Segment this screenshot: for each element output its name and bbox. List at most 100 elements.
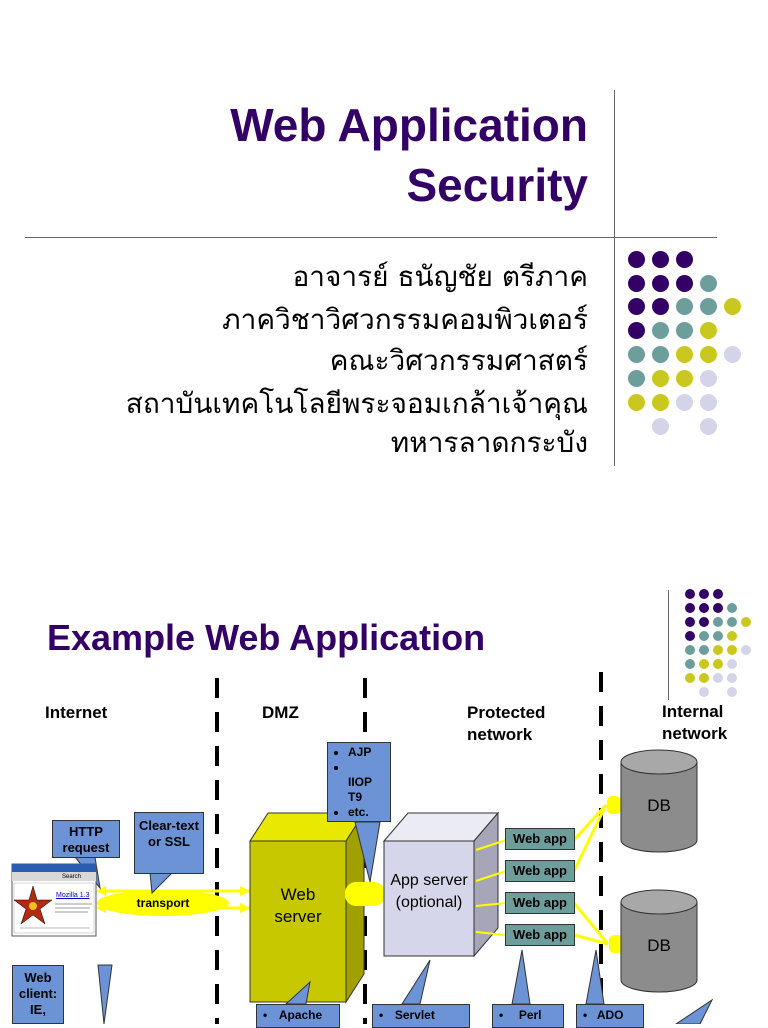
institute-name-line-1: สถาบันเทคโนโลยีพระจอมเกล้าเจ้าคุณ — [125, 387, 588, 420]
callout-servlet: • Servlet — [372, 1004, 470, 1028]
zone-label-internet: Internet — [45, 703, 108, 722]
dot — [713, 659, 723, 669]
callout-protocols: AJP IIOP T9 etc. — [327, 742, 391, 822]
db-connector — [572, 804, 608, 872]
dot — [628, 370, 645, 387]
dot — [685, 673, 695, 683]
dot — [724, 346, 741, 363]
dot — [685, 631, 695, 641]
zone-label-internal-network: Internal network — [662, 702, 728, 743]
dot — [727, 673, 737, 683]
dot — [699, 603, 709, 613]
web-app-box: Web app — [505, 892, 575, 914]
callout-http-request: HTTP request — [52, 820, 120, 858]
callout-tail — [401, 959, 431, 1005]
dot — [700, 346, 717, 363]
dot — [676, 394, 693, 411]
transport-pill — [97, 890, 229, 916]
dot — [727, 603, 737, 613]
protocol-item: etc. — [348, 805, 386, 820]
connector-arrow — [475, 931, 507, 936]
ado-label: ADO — [596, 1008, 624, 1022]
dot — [713, 673, 723, 683]
browser-link[interactable]: Mozilla 1.3 — [56, 892, 90, 899]
dot — [713, 617, 723, 627]
title-vertical-divider — [614, 90, 615, 466]
db-cylinder-2 — [620, 901, 698, 993]
web-server-label: Web server — [274, 885, 322, 926]
db-label: DB — [647, 936, 671, 955]
dot — [676, 346, 693, 363]
institute-name-line-2: ทหารลาดกระบัง — [390, 426, 588, 459]
dot — [685, 645, 695, 655]
architecture-diagram — [11, 672, 714, 1024]
web-server-front — [249, 840, 347, 1003]
dot — [685, 603, 695, 613]
dot — [652, 418, 669, 435]
db-port — [607, 796, 621, 814]
dot — [685, 617, 695, 627]
zone-label-protected-network: Protected network — [467, 703, 546, 744]
dot — [676, 251, 693, 268]
callout-web-client: Web client: IE, — [12, 965, 64, 1024]
dot — [700, 322, 717, 339]
dot — [700, 394, 717, 411]
connector-arrow — [475, 839, 507, 851]
faculty-name: คณะวิศวกรรมศาสตร์ — [329, 344, 588, 377]
dot — [741, 645, 751, 655]
connector-arrow — [475, 870, 507, 882]
dot — [685, 659, 695, 669]
app-server-front — [383, 840, 475, 957]
dot — [628, 394, 645, 411]
callout-ado: • ADO — [576, 1004, 644, 1028]
dot — [713, 645, 723, 655]
dot — [727, 659, 737, 669]
db-connector — [572, 803, 608, 842]
arrowhead — [240, 886, 250, 896]
web-app-box: Web app — [505, 860, 575, 882]
dot — [713, 603, 723, 613]
apache-label: Apache — [278, 1008, 323, 1022]
title-horizontal-divider — [25, 237, 717, 238]
dot — [652, 251, 669, 268]
protocol-item: IIOP — [348, 775, 373, 789]
dot — [685, 589, 695, 599]
web-app-box: Web app — [505, 828, 575, 850]
callout-apache: • Apache — [256, 1004, 340, 1028]
protocol-item — [348, 760, 386, 775]
dot — [700, 275, 717, 292]
db-cylinder-1-top — [620, 749, 698, 775]
dot — [727, 617, 737, 627]
slide-2-title: Example Web Application — [47, 617, 486, 658]
callout-tail — [354, 821, 381, 883]
dot — [652, 322, 669, 339]
dot — [699, 673, 709, 683]
zone-label-dmz: DMZ — [262, 703, 299, 722]
protocol-item: AJP — [348, 745, 386, 760]
dot — [628, 251, 645, 268]
slide-2-vertical-divider — [668, 590, 669, 700]
dot — [741, 617, 751, 627]
servlet-label: Servlet — [394, 1008, 435, 1022]
dot — [727, 687, 737, 697]
callout-tail — [97, 964, 113, 1024]
dot — [628, 275, 645, 292]
web-app-box: Web app — [505, 924, 575, 946]
author-name: อาจารย์ ธนัญชัย ตรีภาค — [292, 260, 588, 293]
dot — [699, 631, 709, 641]
protocol-list: AJP IIOP T9 etc. — [334, 745, 386, 820]
slide-title-line-1: Web Application — [230, 99, 588, 151]
dot — [628, 346, 645, 363]
dot — [628, 322, 645, 339]
dot — [652, 298, 669, 315]
dot — [713, 631, 723, 641]
db-cylinder-2-top — [620, 889, 698, 915]
callout-tail — [675, 998, 714, 1024]
db-connector — [573, 933, 609, 946]
db-connector — [572, 902, 610, 945]
browser-search-button[interactable]: Search — [62, 874, 82, 880]
decorative-dot-grid — [0, 0, 768, 480]
db-label: DB — [647, 796, 671, 815]
db-cylinder-1 — [620, 761, 698, 853]
callout-tail — [511, 949, 531, 1005]
